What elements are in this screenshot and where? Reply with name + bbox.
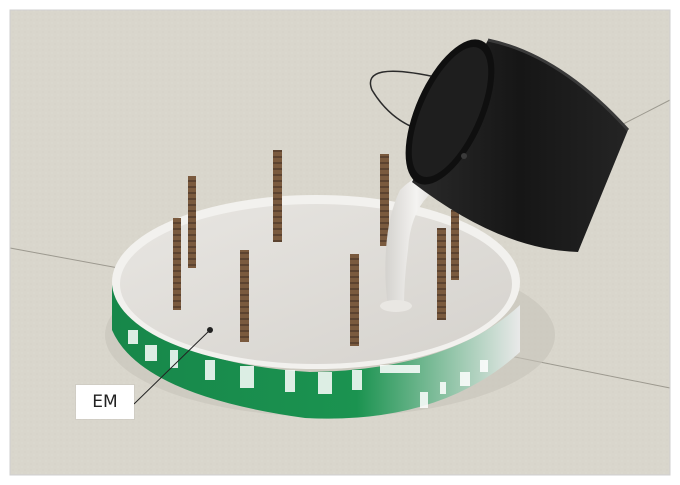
rebar [273,150,282,242]
rebar [350,254,359,346]
rebar [380,154,389,246]
callout-label: EM [76,385,134,419]
pour-splash [380,300,412,312]
rebar [188,176,196,268]
rebar [240,250,249,342]
rebar [451,210,459,280]
rebar [437,228,446,320]
rebar [173,218,181,310]
callout-anchor-dot [207,327,213,333]
